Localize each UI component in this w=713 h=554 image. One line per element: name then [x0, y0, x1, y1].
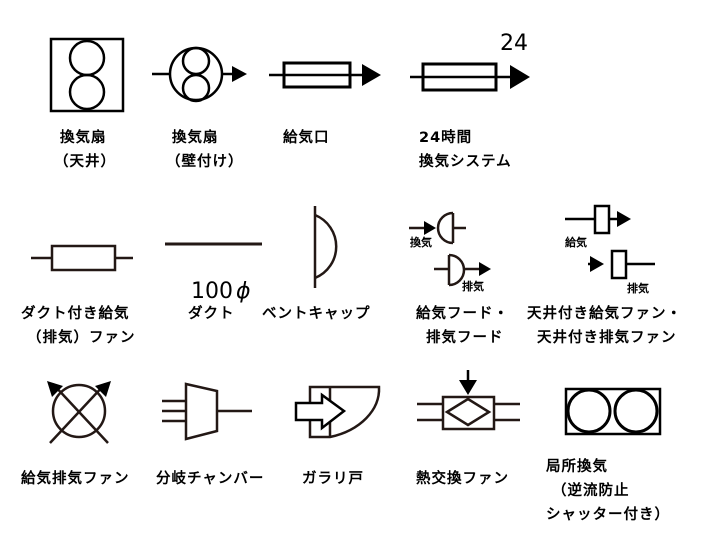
supply-inlet-icon	[269, 61, 381, 89]
hood-icon	[409, 211, 491, 287]
vent-cap-label: ベントキャップ	[262, 306, 371, 322]
wall-fan-label: 換気扇 （壁付け）	[166, 130, 244, 170]
ceiling-fan-sublabel-exhaust: 排気	[627, 282, 649, 295]
hood-sublabel-supply: 換気	[410, 236, 432, 249]
louver-door-label: ガラリ戸	[302, 471, 364, 487]
duct-label: ダクト	[188, 306, 235, 322]
wall-fan-icon	[152, 46, 247, 103]
supply-exhaust-fan-label: 給気排気ファン	[21, 471, 130, 487]
branch-chamber-label: 分岐チャンバー	[156, 471, 265, 487]
heat-exchange-fan-icon	[417, 370, 520, 431]
louver-door-icon	[294, 385, 381, 439]
ceiling-fan-icon	[49, 37, 125, 113]
local-vent-label: 局所換気 （逆流防止 シャッター付き）	[546, 459, 670, 523]
heat-exchange-fan-label: 熱交換ファン	[416, 471, 509, 487]
vent-cap-icon	[313, 206, 338, 288]
branch-chamber-icon	[162, 382, 252, 441]
hood-label: 給気フード・ 排気フード	[416, 306, 509, 346]
system-24h-label: 24時間 換気システム	[419, 130, 512, 170]
supply-exhaust-fan-icon	[47, 381, 111, 444]
system-24h-annotation: 24	[500, 31, 528, 56]
ceiling-duct-fan-icon	[565, 204, 655, 280]
duct-fan-icon	[31, 244, 133, 272]
hood-sublabel-exhaust: 排気	[462, 280, 484, 293]
ceiling-fan-sublabel-supply: 給気	[565, 236, 587, 249]
ceiling-duct-fan-label: 天井付き給気ファン・ 天井付き排気ファン	[527, 306, 682, 346]
supply-inlet-label: 給気口	[283, 130, 330, 146]
system-24h-icon	[410, 62, 530, 92]
ceiling-fan-label: 換気扇 （天井）	[54, 130, 116, 170]
duct-size-value: 100	[191, 279, 233, 304]
diameter-icon: ϕ	[236, 279, 251, 304]
duct-fan-label: ダクト付き給気 （排気）ファン	[21, 306, 136, 346]
local-vent-icon	[564, 387, 662, 436]
